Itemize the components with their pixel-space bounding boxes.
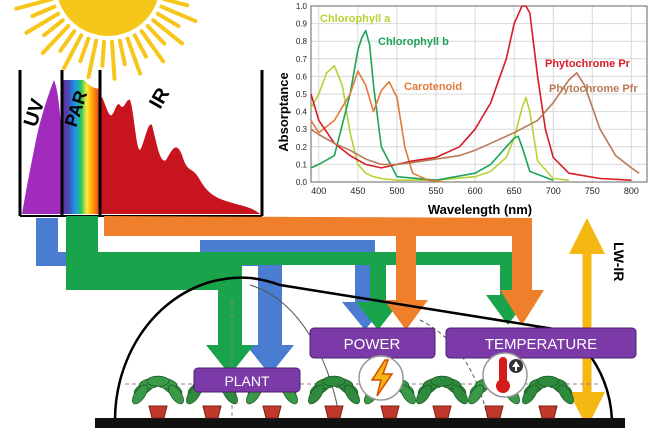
x-tick-label: 650	[507, 186, 522, 196]
lw-ir-label: LW-IR	[611, 242, 627, 281]
series-line-2	[310, 70, 444, 183]
energy-flow-arrows: LW-IR	[36, 216, 627, 428]
y-tick-label: 0.7	[296, 55, 308, 64]
y-tick-label: 0.5	[296, 90, 308, 99]
y-tick-label: 0.4	[296, 108, 308, 117]
potted-plant-icon	[416, 375, 468, 419]
series-line-4	[310, 72, 640, 174]
sun-ray	[132, 33, 148, 59]
sun-ray	[145, 24, 167, 46]
sun-ray	[42, 18, 65, 38]
sun-ray	[125, 36, 143, 76]
ir-band	[100, 95, 260, 214]
sun-ray	[117, 38, 127, 67]
potted-plant-icon	[132, 375, 184, 419]
x-tick-label: 750	[585, 186, 600, 196]
x-tick-label: 400	[311, 186, 326, 196]
plant-label: PLANT	[224, 373, 270, 389]
green-arrow-body	[66, 216, 254, 375]
potted-plant-icon	[308, 375, 360, 419]
y-axis-label: Absorptance	[276, 72, 291, 151]
y-tick-label: 0.2	[296, 143, 308, 152]
y-tick-label: 0.8	[296, 37, 308, 46]
sun-ray	[14, 0, 54, 11]
sun-ray	[151, 18, 185, 46]
x-tick-label: 700	[546, 186, 561, 196]
y-tick-label: 0.3	[296, 125, 308, 134]
green-arrow-mid	[98, 252, 530, 330]
y-tick-label: 0.6	[296, 72, 308, 81]
greenhouse-dome	[113, 276, 614, 421]
x-tick-label: 450	[350, 186, 365, 196]
par-band	[62, 80, 100, 214]
power-box: POWER	[309, 327, 436, 359]
sun-ray	[24, 11, 61, 35]
temperature-label: TEMPERATURE	[485, 336, 597, 353]
y-tick-label: 1.0	[296, 2, 308, 11]
sun-ray	[58, 29, 77, 53]
series-annotation-4: Phytochrome Pfr	[549, 83, 638, 95]
series-line-1	[310, 29, 554, 181]
sun-ray	[159, 4, 198, 24]
x-tick-label: 600	[468, 186, 483, 196]
sun-ray	[100, 39, 107, 68]
ground-bar	[95, 418, 625, 428]
ir-label: IR	[145, 84, 174, 113]
sun-ray	[109, 39, 117, 81]
series-annotation-3: Phytochrome Pr	[545, 58, 631, 70]
sun-ray	[162, 0, 190, 8]
x-tick-label: 800	[624, 186, 639, 196]
sun-icon	[14, 0, 198, 81]
x-axis-label: Wavelength (nm)	[428, 202, 532, 217]
spectrum-panel: UV PAR IR	[18, 70, 264, 217]
thermometer-icon	[482, 352, 528, 398]
x-tick-label: 500	[389, 186, 404, 196]
blue-arrow-power	[200, 240, 388, 330]
sun-ray	[61, 33, 84, 71]
series-annotation-1: Chlorophyll b	[378, 36, 449, 48]
par-band-curve	[62, 72, 100, 89]
sun-ray	[30, 4, 57, 19]
power-label: POWER	[344, 336, 401, 353]
chart-background	[270, 0, 659, 222]
y-tick-label: 0.9	[296, 20, 308, 29]
plant-box: PLANT	[193, 367, 301, 393]
orange-arrow-body	[104, 216, 544, 330]
sun-ray	[139, 29, 166, 64]
series-annotation-2: Carotenoid	[404, 81, 462, 93]
series-annotation-0: Chlorophyll a	[320, 13, 391, 25]
x-tick-label: 550	[429, 186, 444, 196]
series-line-0	[310, 65, 569, 181]
lightning-icon	[358, 355, 404, 401]
uv-band	[22, 80, 62, 214]
greenhouse-inner-arc-2	[419, 319, 489, 421]
sun-ray	[78, 36, 91, 64]
absorptance-chart: 400 450 500 550 600 650 700 750 800 0.0 0.1 0.2 0.3 0…	[270, 0, 659, 222]
sun-ray	[40, 24, 71, 56]
potted-plant-icon	[522, 375, 574, 419]
temperature-box: TEMPERATURE	[445, 327, 637, 359]
series-line-3	[310, 5, 632, 181]
sun-ray	[86, 38, 99, 79]
y-tick-label: 0.0	[296, 178, 308, 187]
y-tick-label: 0.1	[296, 160, 308, 169]
sun-ray	[155, 11, 181, 29]
